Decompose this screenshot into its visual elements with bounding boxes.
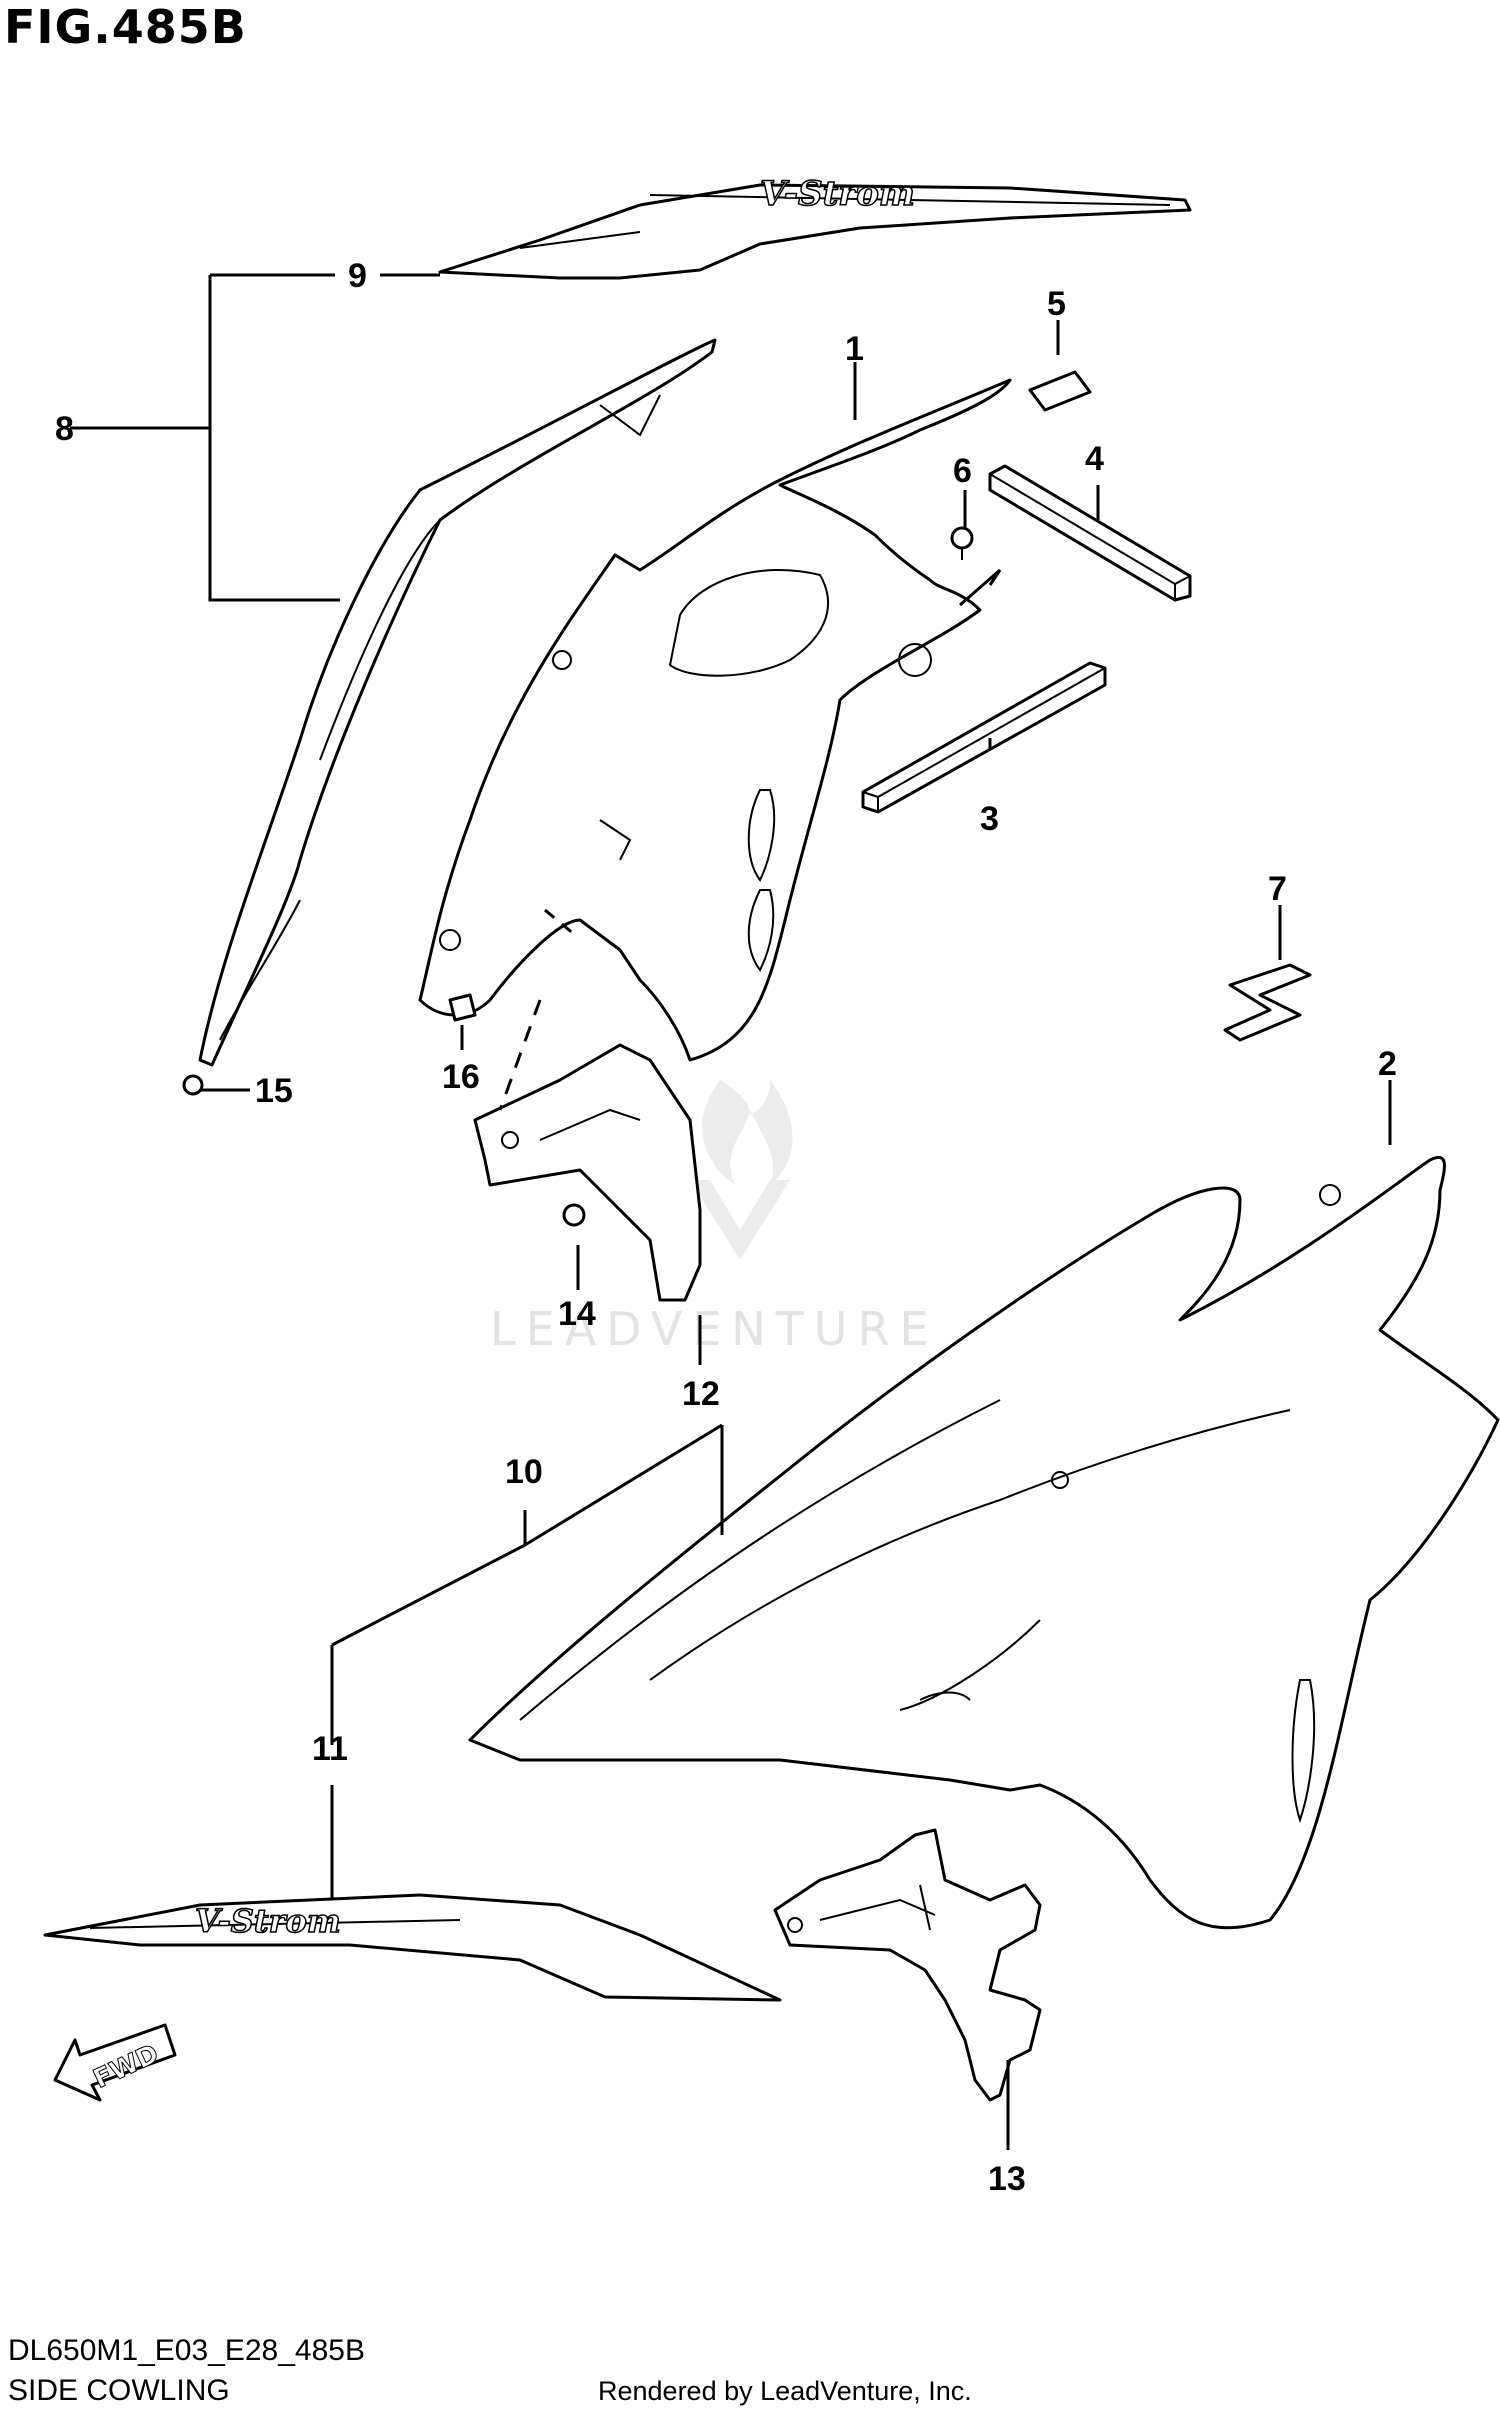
callout-10: 10 [505, 1453, 543, 1491]
part-1-side-cowl [418, 378, 1012, 1062]
forward-direction-arrow: FWD [53, 2023, 177, 2102]
upper-decal-logo: V-Strom [760, 174, 915, 214]
callout-7: 7 [1268, 870, 1287, 908]
lower-decal-logo: V-Strom [195, 1902, 341, 1940]
part-12-bracket [473, 1043, 702, 1302]
part-7-emblem [1223, 963, 1312, 1042]
watermark-text: LEADVENTURE [490, 1302, 939, 1356]
part-5-pad [1028, 370, 1092, 412]
callout-8: 8 [55, 410, 74, 448]
callout-3: 3 [980, 800, 999, 838]
callout-12: 12 [682, 1375, 720, 1413]
callout-2: 2 [1378, 1045, 1397, 1083]
callout-1: 1 [845, 330, 864, 368]
figure-title: FIG.485B [4, 0, 247, 54]
part-4-strip [988, 464, 1192, 602]
callout-13: 13 [988, 2160, 1026, 2198]
callout-6: 6 [953, 452, 972, 490]
model-code: DL650M1_E03_E28_485B [8, 2334, 365, 2367]
section-name: SIDE COWLING [8, 2374, 230, 2407]
part-11-lower-decal: V-Strom [43, 1893, 782, 2002]
callout-16: 16 [442, 1058, 480, 1096]
part-15-screw [182, 1074, 204, 1096]
callout-9: 9 [348, 257, 367, 295]
part-16-nut [448, 993, 477, 1022]
part-9-upper-decal: V-Strom [438, 173, 1192, 280]
callout-15: 15 [255, 1072, 293, 1110]
fasteners [182, 993, 586, 1227]
callout-5: 5 [1047, 285, 1066, 323]
callout-11: 11 [312, 1730, 348, 1768]
part-3-strip [861, 661, 1107, 814]
callout-4: 4 [1085, 440, 1104, 478]
callout-14: 14 [558, 1295, 596, 1333]
rendered-by-credit: Rendered by LeadVenture, Inc. [598, 2376, 972, 2406]
part-8-side-panel [198, 338, 717, 1067]
watermark: LEADVENTURE [490, 1080, 939, 1356]
leader-lines [70, 273, 1392, 2150]
part-14-screw [562, 1203, 586, 1227]
part-6-clip [950, 526, 974, 560]
part-2-lower-fairing [468, 1156, 1500, 1930]
part-13-bracket [773, 1828, 1042, 2102]
callout-numbers: 1 2 3 4 5 6 7 8 9 10 11 12 13 14 15 16 [55, 257, 1397, 2198]
